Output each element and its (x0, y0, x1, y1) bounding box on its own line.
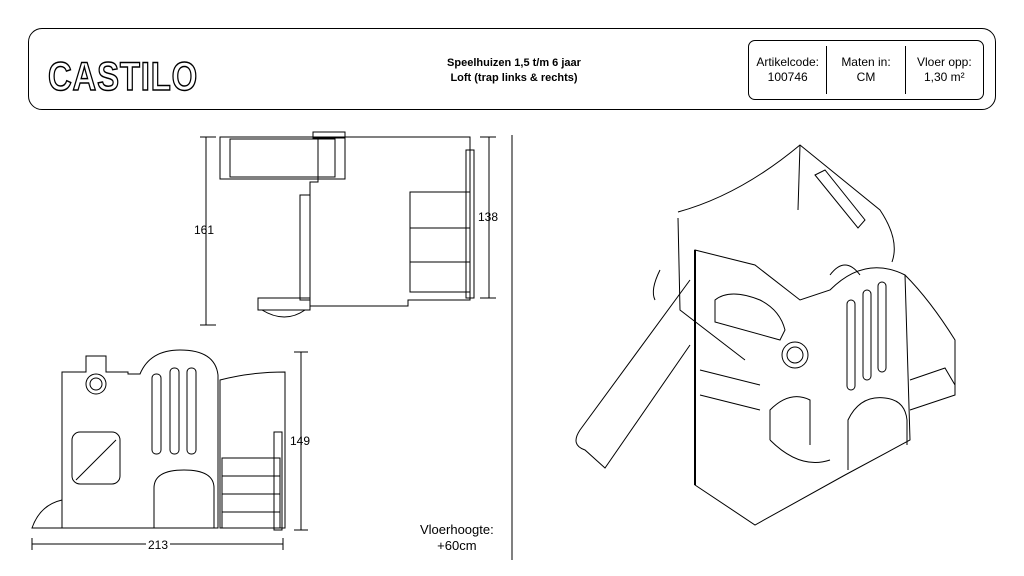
front-view-drawing (31, 349, 308, 550)
info-label: Vloer opp: (916, 55, 972, 69)
isometric-drawing (575, 144, 956, 526)
dim-top-depth: 161 (194, 223, 215, 237)
floor-height-value: +60cm (437, 538, 477, 553)
product-title: Speelhuizen 1,5 t/m 6 jaar Loft (trap li… (400, 56, 628, 86)
info-floor-area: Vloer opp:1,30 m² (904, 46, 983, 94)
info-label: Artikelcode: (756, 55, 820, 69)
dim-top-depth-right: 138 (478, 210, 499, 224)
title-line-2: Loft (trap links & rechts) (450, 72, 578, 84)
info-box: Artikelcode:100746 Maten in:CM Vloer opp… (748, 40, 984, 100)
info-label: Maten in: (841, 55, 891, 69)
brand-name: CASTILO (48, 55, 198, 96)
dim-front-width: 213 (146, 538, 171, 552)
top-view-drawing (200, 131, 496, 326)
floor-height-note: Vloerhoogte: +60cm (420, 522, 494, 554)
dim-front-height: 149 (290, 434, 311, 448)
info-value: CM (856, 70, 876, 84)
info-value: 100746 (767, 70, 808, 84)
info-value: 1,30 m² (923, 70, 965, 84)
header-frame (28, 28, 996, 110)
info-article-code: Artikelcode:100746 (749, 46, 826, 94)
info-units: Maten in:CM (826, 46, 904, 94)
castilo-logo: CASTILO (47, 54, 198, 96)
title-line-1: Speelhuizen 1,5 t/m 6 jaar (447, 57, 581, 69)
floor-height-label: Vloerhoogte: (420, 522, 494, 537)
